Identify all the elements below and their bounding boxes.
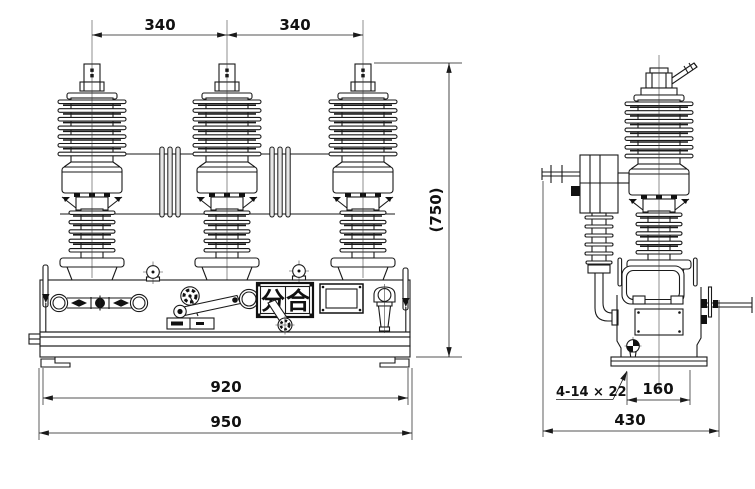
operating-handle [373, 284, 396, 333]
ground-bolt [28, 333, 41, 345]
side-cabinet [610, 257, 753, 367]
hanger-strip-right [402, 267, 410, 332]
dim-widths: 920 950 [38, 368, 413, 440]
dim-label-950: 950 [210, 413, 241, 431]
dim-label-920: 920 [210, 378, 241, 396]
side-view: 4-14 × 22 160 430 [541, 55, 753, 437]
dim-overall-depth: 430 [542, 181, 720, 437]
mounting-slot-symbol [624, 337, 642, 360]
dim-label-340-right: 340 [279, 16, 310, 34]
dim-label-340-left: 340 [144, 16, 175, 34]
nameplate-window [319, 283, 364, 314]
mounting-foot-right [379, 357, 410, 368]
dim-label-430: 430 [614, 411, 645, 429]
dim-mounting-depth: 160 [626, 370, 691, 405]
lower-bushing-and-tube [584, 212, 619, 326]
open-close-indicator-plate: 分 合 [255, 281, 315, 319]
lifting-eye-right [288, 259, 310, 284]
dim-height: (750) [374, 62, 462, 358]
close-char-label: 合 [286, 287, 311, 315]
dim-label-750: (750) [427, 187, 445, 232]
drive-linkage [49, 293, 149, 313]
dim-phase-spacing: 340 340 [91, 16, 364, 38]
mounting-foot-left [40, 357, 71, 368]
slot-leader-note: 4-14 × 22 [556, 370, 628, 400]
mechanism-cabinet: 分 合 [28, 259, 411, 368]
link-bar [173, 288, 260, 319]
label-slots: 4-14 × 22 [556, 385, 627, 400]
interphase-barrier-right [269, 146, 291, 218]
sensor-box [541, 154, 630, 214]
status-subplate [166, 317, 215, 330]
interphase-barrier-left [159, 146, 181, 218]
hanger-strip-left [42, 264, 50, 332]
interlock-shaft [701, 286, 753, 324]
front-view: 分 合 [28, 16, 462, 440]
indicator-pointer [267, 299, 295, 335]
dim-label-160: 160 [642, 380, 673, 398]
lifting-eye-left [142, 260, 164, 285]
